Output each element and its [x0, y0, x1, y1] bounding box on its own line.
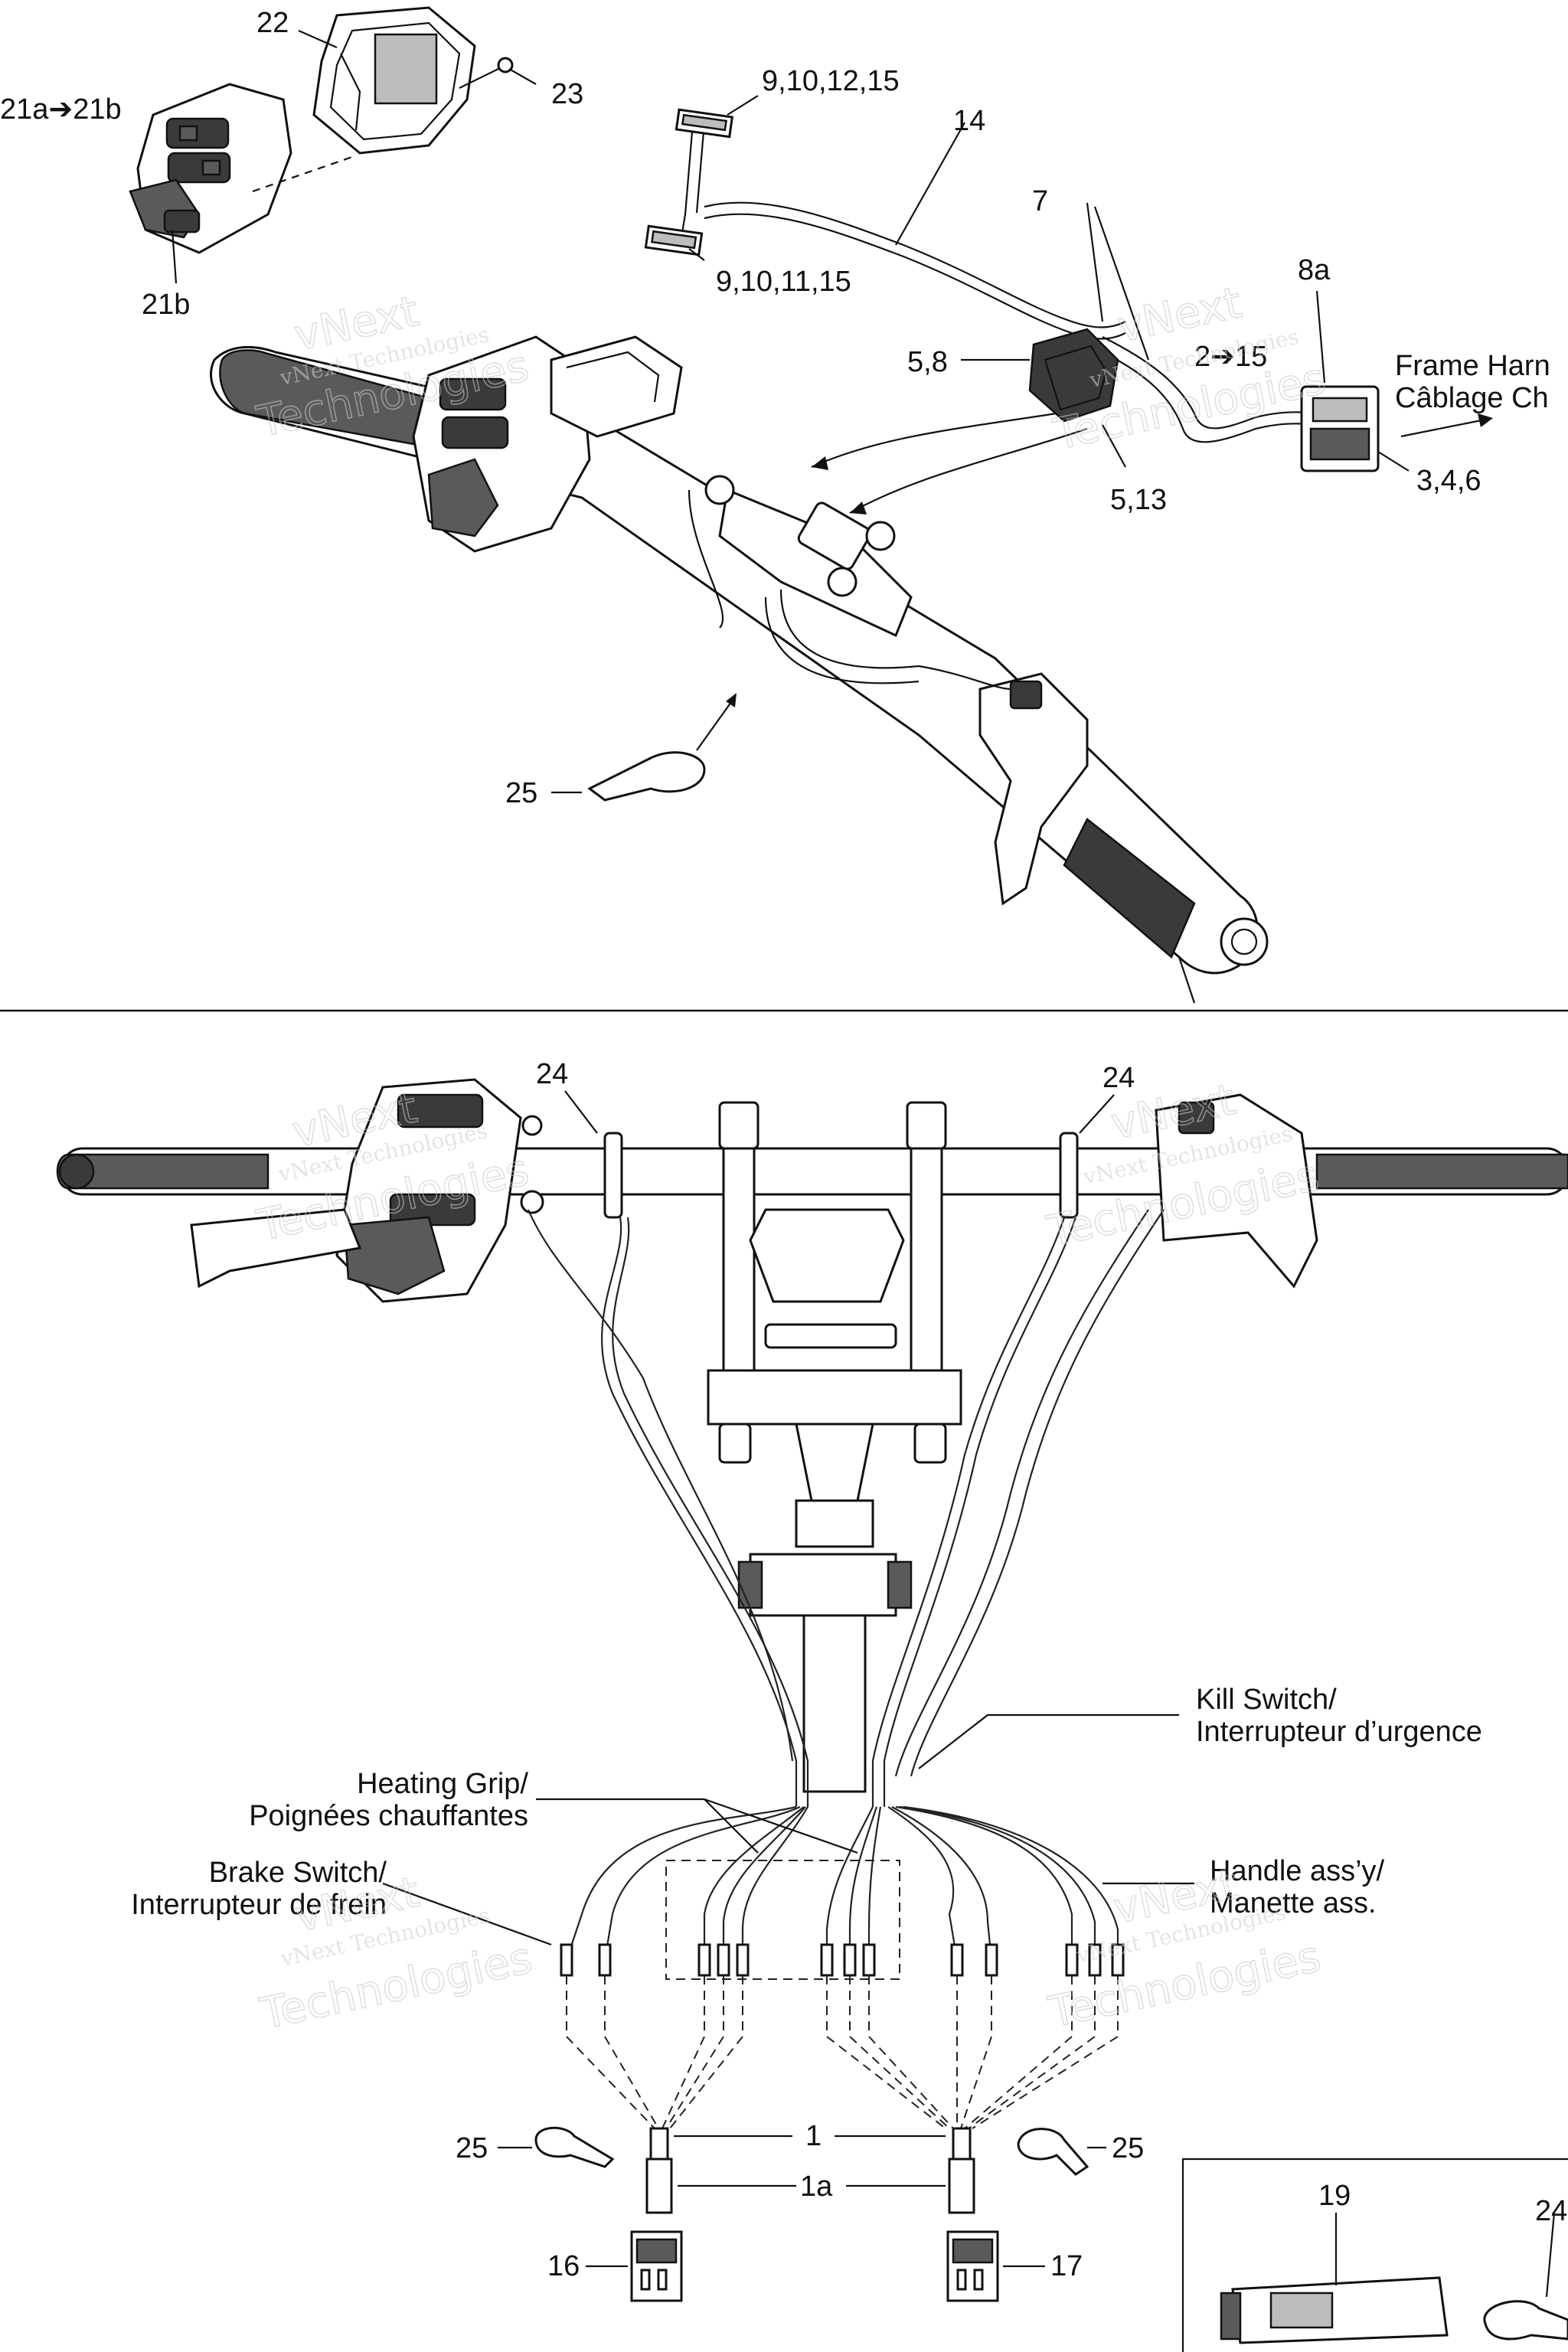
wire-bundles [527, 1209, 1165, 1961]
callout-24-right: 24 [1102, 1062, 1135, 1094]
brake-switch-label-fr: Interrupteur de frein [131, 1889, 387, 1921]
left-switch-block-part [129, 83, 353, 254]
callout-1a: 1a [800, 2171, 833, 2203]
callout-25-left: 25 [456, 2132, 488, 2164]
callout-21b: 21b [142, 289, 190, 321]
callout-24-left: 24 [536, 1058, 568, 1090]
brake-switch-label-en: Brake Switch/ [209, 1857, 387, 1889]
frame-connector-part [1300, 385, 1380, 472]
wire-terminals [560, 1943, 1125, 1977]
callout-2-15: 2➔15 [1194, 341, 1267, 373]
callout-1: 1 [805, 2120, 822, 2152]
bottom-assembly-view: 24 24 1 1a 25 25 16 17 19 24 Kill Switch… [56, 1058, 1568, 2352]
callout-7: 7 [1032, 185, 1048, 217]
heating-grip-label-en: Heating Grip/ [357, 1768, 528, 1800]
harness-connector-upper-part [675, 108, 734, 139]
assembly-arrows [696, 412, 1493, 751]
callout-5-8: 5,8 [907, 346, 948, 378]
kill-switch-label-fr: Interrupteur d’urgence [1196, 1716, 1482, 1748]
callout-25-right: 25 [1112, 2132, 1144, 2164]
callout-19: 19 [1318, 2180, 1351, 2212]
kill-switch-label-en: Kill Switch/ [1196, 1684, 1337, 1716]
cable-tie-part [587, 751, 706, 802]
inset-parts-box [1181, 2158, 1568, 2352]
callout-3-4-6: 3,4,6 [1416, 465, 1481, 497]
handlebar-riser-part [707, 1101, 962, 1793]
callout-25-top: 25 [505, 777, 537, 809]
handle-assy-label-en: Handle ass’y/ [1210, 1855, 1385, 1887]
callout-14: 14 [953, 105, 985, 137]
frame-harness-label-en: Frame Harn [1395, 350, 1550, 382]
callout-23: 23 [551, 78, 583, 110]
top-leader-lines [171, 29, 1410, 794]
heating-grip-label-fr: Poignées chauffantes [249, 1800, 528, 1832]
callout-17: 17 [1050, 2250, 1083, 2282]
heating-grip-dashed-box [665, 1860, 900, 1980]
handlebar-isometric-part [210, 335, 1269, 1004]
connector-block-part [1028, 328, 1119, 423]
cable-tie-left-part [534, 2126, 615, 2168]
dashed-connection-lines [566, 1975, 1119, 2129]
connector-housing-17-part [946, 2230, 999, 2302]
screw-part [459, 57, 514, 89]
harness-connector-lower-part [644, 224, 704, 256]
connector-housing-16-part [630, 2230, 683, 2302]
connector-sleeves-part [645, 2127, 975, 2214]
bottom-leader-lines [382, 1090, 1556, 2298]
cable-tie-right-part [1017, 2128, 1089, 2176]
callout-9-10-12-15: 9,10,12,15 [762, 65, 900, 97]
callout-22: 22 [256, 7, 289, 39]
handlebar-front-part [56, 1078, 1568, 1303]
switch-housing-cover-part [312, 6, 476, 155]
callout-21a: 21a➔21b [0, 93, 122, 126]
callout-5-13: 5,13 [1110, 484, 1167, 516]
callout-16: 16 [547, 2250, 580, 2282]
frame-harness-label-fr: Câblage Ch [1395, 382, 1549, 414]
handle-assy-label-fr: Manette ass. [1210, 1887, 1377, 1919]
callout-8a: 8a [1298, 254, 1331, 286]
top-assembly-view: 22 23 21a➔21b 21b 9,10,12,15 14 9,10,11,… [0, 6, 1550, 1004]
callout-9-10-11-15: 9,10,11,15 [716, 266, 851, 298]
callout-24-inset: 24 [1535, 2195, 1567, 2227]
